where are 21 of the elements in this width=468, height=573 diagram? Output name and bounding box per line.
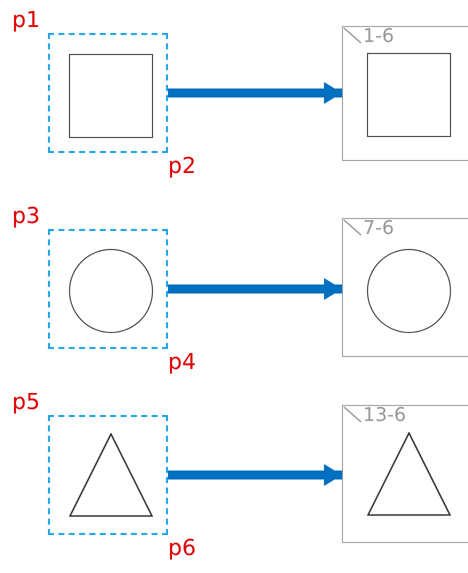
view-number: 7-6 bbox=[363, 217, 394, 239]
corner-label: p4 bbox=[168, 351, 196, 375]
view-number: 13-6 bbox=[363, 404, 406, 426]
corner-label: p1 bbox=[12, 9, 40, 33]
view-frame bbox=[342, 218, 468, 357]
circle-shape bbox=[69, 249, 153, 333]
circle-shape bbox=[367, 249, 451, 333]
view-number: 1-6 bbox=[363, 25, 394, 47]
corner-label: p5 bbox=[12, 391, 40, 415]
arrow bbox=[168, 464, 342, 486]
square-shape bbox=[367, 53, 451, 137]
corner-label: p6 bbox=[168, 537, 196, 561]
corner-label: p2 bbox=[168, 155, 196, 179]
arrow bbox=[168, 82, 342, 104]
view-frame bbox=[342, 405, 468, 543]
arrow bbox=[168, 278, 342, 300]
view-frame bbox=[342, 26, 468, 161]
triangle-shape bbox=[69, 433, 153, 517]
corner-label: p3 bbox=[12, 205, 40, 229]
triangle-shape bbox=[367, 432, 451, 516]
square-shape bbox=[69, 54, 153, 138]
